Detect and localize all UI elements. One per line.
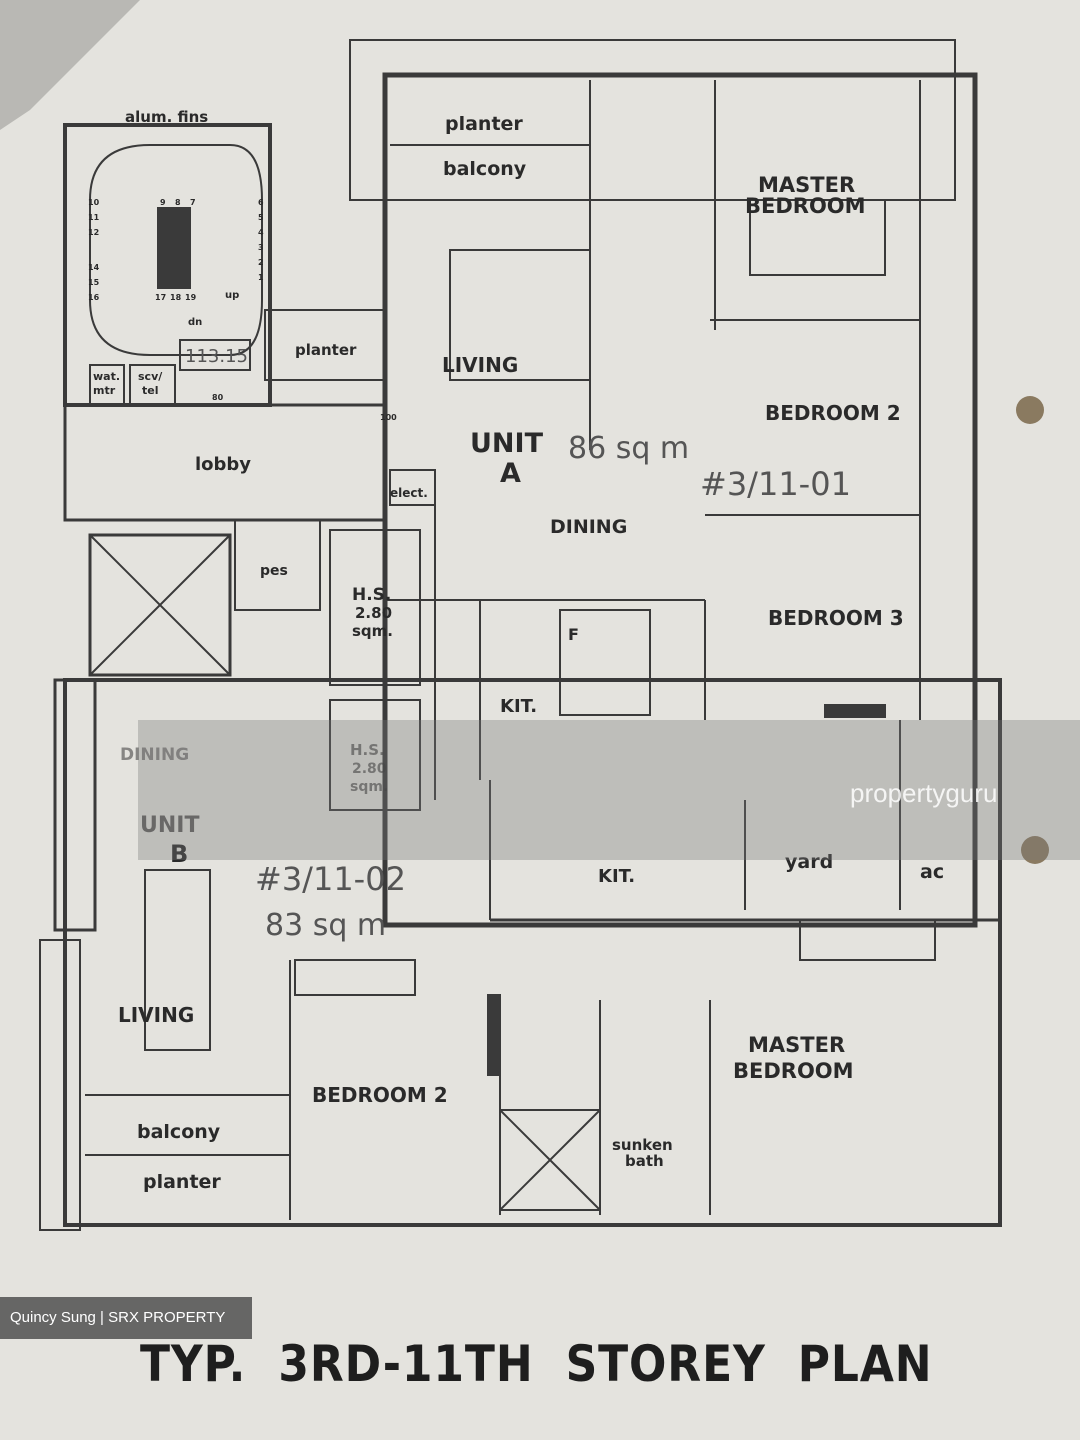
- unit-a-labels: planter balcony MASTER BEDROOM LIVING BE…: [352, 113, 904, 717]
- unit-a-area: 86 sq m: [568, 431, 689, 466]
- wat-mtr-label-2: mtr: [93, 384, 116, 397]
- unit-b-kitchen-label: KIT.: [598, 866, 635, 887]
- stair-step-number: 2: [258, 258, 264, 267]
- unit-b-number: #3/11-02: [255, 860, 406, 898]
- dim-label: 80: [212, 393, 224, 402]
- scv-tel-label-1: scv/: [138, 370, 163, 383]
- walls: [39, 39, 1002, 1231]
- scv-tel-label-2: tel: [142, 384, 159, 397]
- binder-hole: [1016, 396, 1044, 424]
- unit-b-labels: DINING H.S. 2.80 sqm. UNIT B #3/11-02 83…: [118, 741, 944, 1193]
- sunken-bath-label-1: sunken: [612, 1136, 673, 1154]
- stair-step-number: 9: [160, 198, 166, 207]
- dim-label: 100: [380, 413, 397, 422]
- unit-a-dining-label: DINING: [550, 516, 627, 538]
- stair-step-number: 18: [170, 293, 182, 302]
- unit-a-name-2: A: [500, 458, 521, 489]
- fridge-label: F: [568, 625, 579, 644]
- unit-b-master-bedroom-label-1: MASTER: [748, 1033, 845, 1057]
- stair-step-number: 7: [190, 198, 196, 207]
- stair-step-number: 14: [88, 263, 100, 272]
- stair-step-number: 6: [258, 198, 264, 207]
- unit-b-bedroom2-label: BEDROOM 2: [312, 1083, 448, 1107]
- stair-step-number: 5: [258, 213, 264, 222]
- dn-label: dn: [188, 317, 202, 328]
- sunken-bath-label-2: bath: [625, 1152, 664, 1170]
- unit-b-planter-label: planter: [143, 1171, 221, 1193]
- stair-step-number: 4: [258, 228, 264, 237]
- watermark: propertyguru: [850, 778, 998, 808]
- ac-label: ac: [920, 861, 944, 883]
- unit-a-number: #3/11-01: [700, 465, 851, 503]
- lobby-label: lobby: [195, 454, 251, 475]
- stair-step-number: 3: [258, 243, 264, 252]
- dimension-labels: 80 100: [212, 393, 397, 422]
- unit-b-hs-label-3: sqm.: [350, 779, 388, 795]
- unit-a-bedroom3-label: BEDROOM 3: [768, 606, 904, 630]
- unit-a-kitchen-label: KIT.: [500, 696, 537, 717]
- stair-step-number: 17: [155, 293, 166, 302]
- binder-hole: [1021, 836, 1049, 864]
- unit-b-hs-label-2: 2.80: [352, 761, 387, 777]
- stair-step-number: 8: [175, 198, 181, 207]
- unit-a-planter-label: planter: [445, 113, 523, 135]
- unit-a-hs-label-3: sqm.: [352, 622, 393, 640]
- unit-b-dining-label: DINING: [120, 745, 189, 765]
- unit-b-balcony-label: balcony: [137, 1121, 221, 1143]
- unit-a-bedroom2-label: BEDROOM 2: [765, 401, 901, 425]
- core-labels: alum. fins up dn 113.15 wat. mtr scv/ te…: [93, 108, 428, 579]
- stair-step-number: 1: [258, 273, 264, 282]
- core-planter-label: planter: [295, 341, 357, 359]
- unit-b-name-2: B: [170, 840, 188, 868]
- up-label: up: [225, 290, 239, 301]
- unit-a-hs-label-1: H.S.: [352, 585, 391, 605]
- unit-a-balcony-label: balcony: [443, 158, 527, 180]
- unit-a-master-bedroom-label-1: MASTER: [758, 173, 855, 197]
- watermark-band: [138, 720, 1080, 860]
- unit-b-name-1: UNIT: [140, 813, 199, 838]
- stair-step-number: 15: [88, 278, 100, 287]
- unit-b-master-bedroom-label-2: BEDROOM: [733, 1059, 854, 1083]
- level-label: 113.15: [185, 346, 248, 367]
- stair-step-number: 10: [88, 198, 100, 207]
- unit-b-area: 83 sq m: [265, 908, 386, 943]
- photo-credit: Quincy Sung | SRX PROPERTY: [0, 1297, 252, 1339]
- yard-label: yard: [785, 851, 833, 873]
- stair-step-number: 11: [88, 213, 100, 222]
- unit-a-living-label: LIVING: [442, 353, 518, 377]
- plan-title: TYP. 3RD-11TH STOREY PLAN: [140, 1335, 933, 1393]
- stair-step-number: 19: [185, 293, 197, 302]
- unit-a-hs-label-2: 2.80: [355, 604, 392, 622]
- pes-label: pes: [260, 563, 288, 579]
- elect-label: elect.: [390, 486, 428, 500]
- unit-b-hs-label-1: H.S.: [350, 741, 385, 759]
- unit-a-name-1: UNIT: [470, 428, 544, 459]
- unit-a-master-bedroom-label-2: BEDROOM: [745, 194, 866, 218]
- alum-fins-label: alum. fins: [125, 108, 208, 126]
- stair-step-number: 16: [88, 293, 100, 302]
- wat-mtr-label-1: wat.: [93, 370, 120, 383]
- unit-b-living-label: LIVING: [118, 1003, 194, 1027]
- stair-step-number: 12: [88, 228, 99, 237]
